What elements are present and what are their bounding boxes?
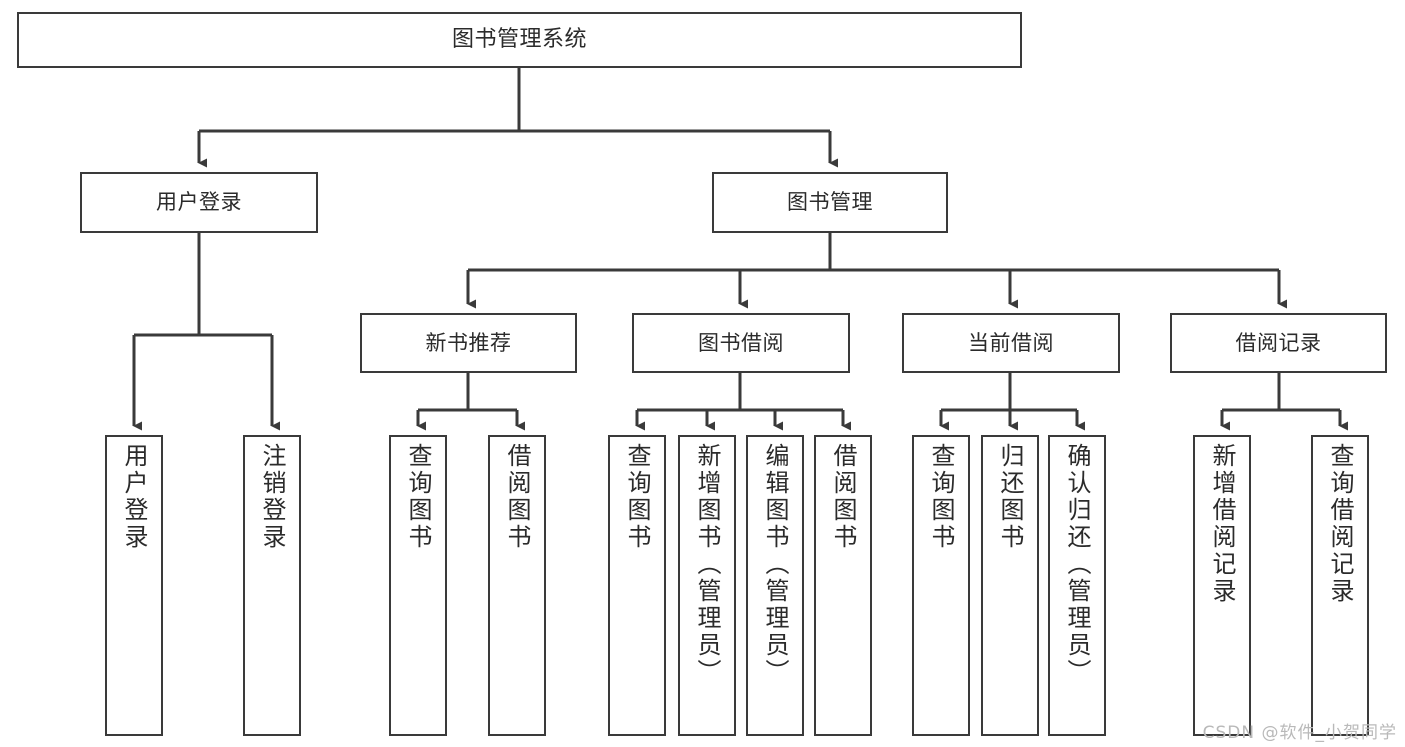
node-user-login[interactable]: 用户登录	[80, 172, 318, 233]
leaf-current-confirm-return[interactable]: 确认归还（管理员）	[1048, 435, 1106, 736]
node-label: 查询图书	[927, 443, 955, 551]
leaf-current-return-book[interactable]: 归还图书	[981, 435, 1039, 736]
node-new-book-recommend[interactable]: 新书推荐	[360, 313, 577, 373]
leaf-user-login-signout[interactable]: 注销登录	[243, 435, 301, 736]
node-label: 编辑图书（管理员）	[761, 443, 789, 686]
node-label: 查询图书	[623, 443, 651, 551]
node-label: 用户登录	[120, 443, 148, 551]
node-current-borrow[interactable]: 当前借阅	[902, 313, 1120, 373]
leaf-current-query-book[interactable]: 查询图书	[912, 435, 970, 736]
node-label: 图书借阅	[698, 330, 784, 355]
node-label: 确认归还（管理员）	[1063, 443, 1091, 686]
leaf-recommend-borrow-book[interactable]: 借阅图书	[488, 435, 546, 736]
node-label: 图书管理	[787, 190, 873, 215]
leaf-borrow-query-book[interactable]: 查询图书	[608, 435, 666, 736]
leaf-borrow-edit-book[interactable]: 编辑图书（管理员）	[746, 435, 804, 736]
node-label: 用户登录	[156, 190, 242, 215]
node-label: 当前借阅	[968, 330, 1054, 355]
node-label: 借阅图书	[829, 443, 857, 551]
node-borrow-record[interactable]: 借阅记录	[1170, 313, 1387, 373]
node-label: 借阅图书	[503, 443, 531, 551]
node-label: 图书管理系统	[451, 27, 587, 53]
node-label: 借阅记录	[1235, 330, 1322, 355]
node-label: 查询图书	[404, 443, 432, 551]
leaf-user-login-signin[interactable]: 用户登录	[105, 435, 163, 736]
node-label: 查询借阅记录	[1326, 443, 1354, 605]
leaf-record-add-record[interactable]: 新增借阅记录	[1193, 435, 1251, 736]
watermark-text: CSDN @软件_小贺同学	[1202, 723, 1397, 743]
node-book-borrow[interactable]: 图书借阅	[632, 313, 850, 373]
node-label: 新书推荐	[425, 330, 512, 355]
leaf-borrow-add-book[interactable]: 新增图书（管理员）	[678, 435, 736, 736]
node-book-manage[interactable]: 图书管理	[712, 172, 948, 233]
node-label: 注销登录	[258, 443, 286, 551]
node-label: 归还图书	[996, 443, 1024, 551]
leaf-recommend-query-book[interactable]: 查询图书	[389, 435, 447, 736]
leaf-record-query-record[interactable]: 查询借阅记录	[1311, 435, 1369, 736]
node-root-system[interactable]: 图书管理系统	[17, 12, 1022, 68]
node-label: 新增图书（管理员）	[693, 443, 721, 686]
leaf-borrow-borrow-book[interactable]: 借阅图书	[814, 435, 872, 736]
node-label: 新增借阅记录	[1208, 443, 1236, 605]
